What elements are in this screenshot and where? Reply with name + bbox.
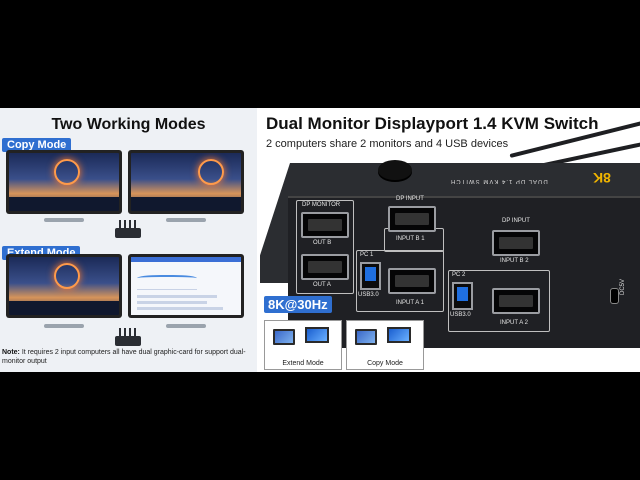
copy-mode-card: Copy Mode xyxy=(346,320,424,370)
usb-port-pc1[interactable] xyxy=(360,262,381,290)
label-pc2: PC 2 xyxy=(452,272,466,278)
monitor-icon xyxy=(387,327,411,343)
dashboard-row xyxy=(137,295,217,298)
label-dp-input-1: DP INPUT xyxy=(396,196,424,202)
port-out-a[interactable] xyxy=(301,254,349,280)
label-dc: DC5V xyxy=(620,278,627,296)
copy-mode-label: Copy Mode xyxy=(2,138,72,152)
kvm-switch-panel: Dual Monitor Displayport 1.4 KVM Switch … xyxy=(260,108,640,372)
port-input-a1[interactable] xyxy=(388,268,436,294)
pc1-group xyxy=(356,250,444,312)
label-usb30-b: USB3.0 xyxy=(450,312,471,318)
label-dp-monitor: DP MONITOR xyxy=(302,202,341,208)
label-usb30-a: USB3.0 xyxy=(358,292,379,298)
ring-graphic xyxy=(54,263,80,289)
resolution-badge: 8K@30Hz xyxy=(264,296,332,313)
dashboard-row xyxy=(137,301,207,304)
label-input-a1: INPUT A 1 xyxy=(396,300,424,306)
ring-graphic xyxy=(198,159,224,185)
hill-graphic xyxy=(9,301,119,315)
label-input-b2: INPUT B 2 xyxy=(500,258,529,264)
working-modes-title: Two Working Modes xyxy=(51,116,206,133)
extend-mode-card: Extend Mode xyxy=(264,320,342,370)
monitor-right xyxy=(128,254,244,318)
port-input-a2[interactable] xyxy=(492,288,540,314)
monitor-icon xyxy=(305,327,329,343)
switch-front-panel: DP MONITOR OUT B OUT A PC 1 USB3.0 INPUT… xyxy=(288,196,640,348)
monitor-stand xyxy=(166,324,206,328)
extend-mode-scene xyxy=(0,252,257,348)
monitor-stand xyxy=(44,218,84,222)
monitor-screen xyxy=(9,257,119,315)
dashboard-screen xyxy=(131,257,241,315)
ring-graphic xyxy=(54,159,80,185)
label-dp-input-2: DP INPUT xyxy=(502,218,530,224)
pc2-group xyxy=(448,270,550,332)
kvm-switch-icon xyxy=(115,328,141,346)
power-port[interactable] xyxy=(610,288,619,304)
label-pc1: PC 1 xyxy=(360,252,374,258)
monitor-right xyxy=(128,150,244,214)
monitor-stand xyxy=(166,218,206,222)
dp-monitor-group xyxy=(296,200,354,294)
port-input-b1[interactable] xyxy=(388,206,436,232)
label-input-b1: INPUT B 1 xyxy=(396,236,425,242)
monitor-screen xyxy=(131,153,241,211)
label-input-a2: INPUT A 2 xyxy=(500,320,528,326)
laptop-icon xyxy=(355,329,377,345)
device-top-label: DUAL DP 1.4 KVM SWITCH xyxy=(450,178,548,184)
label-out-b: OUT B xyxy=(313,240,332,246)
hill-graphic xyxy=(131,197,241,211)
extend-mode-card-label: Extend Mode xyxy=(282,360,324,367)
note-prefix: Note: xyxy=(2,349,20,356)
copy-mode-card-label: Copy Mode xyxy=(367,360,403,367)
monitor-left xyxy=(6,254,122,318)
kvm-switch-icon xyxy=(115,220,141,238)
port-input-b2[interactable] xyxy=(492,230,540,256)
copy-mode-scene xyxy=(0,146,257,242)
dashboard-chart xyxy=(137,267,197,290)
device-8k-badge: 8K xyxy=(593,170,611,186)
laptop-icon xyxy=(273,329,295,345)
working-modes-panel: Two Working Modes Copy Mode Extend Mode xyxy=(0,108,257,372)
dashboard-header xyxy=(131,257,241,262)
monitor-screen xyxy=(9,153,119,211)
product-image: Two Working Modes Copy Mode Extend Mode xyxy=(0,108,640,372)
monitor-left xyxy=(6,150,122,214)
dashboard-row xyxy=(137,307,223,310)
product-subtitle: 2 computers share 2 monitors and 4 USB d… xyxy=(266,138,509,150)
note-text: It requires 2 input computers all have d… xyxy=(2,349,246,365)
port-out-b[interactable] xyxy=(301,212,349,238)
usb-port-pc2[interactable] xyxy=(452,282,473,310)
switch-button[interactable] xyxy=(378,160,412,180)
product-title: Dual Monitor Displayport 1.4 KVM Switch xyxy=(266,114,599,133)
monitor-stand xyxy=(44,324,84,328)
requirement-note: Note: It requires 2 input computers all … xyxy=(2,348,255,366)
hill-graphic xyxy=(9,197,119,211)
label-out-a: OUT A xyxy=(313,282,331,288)
